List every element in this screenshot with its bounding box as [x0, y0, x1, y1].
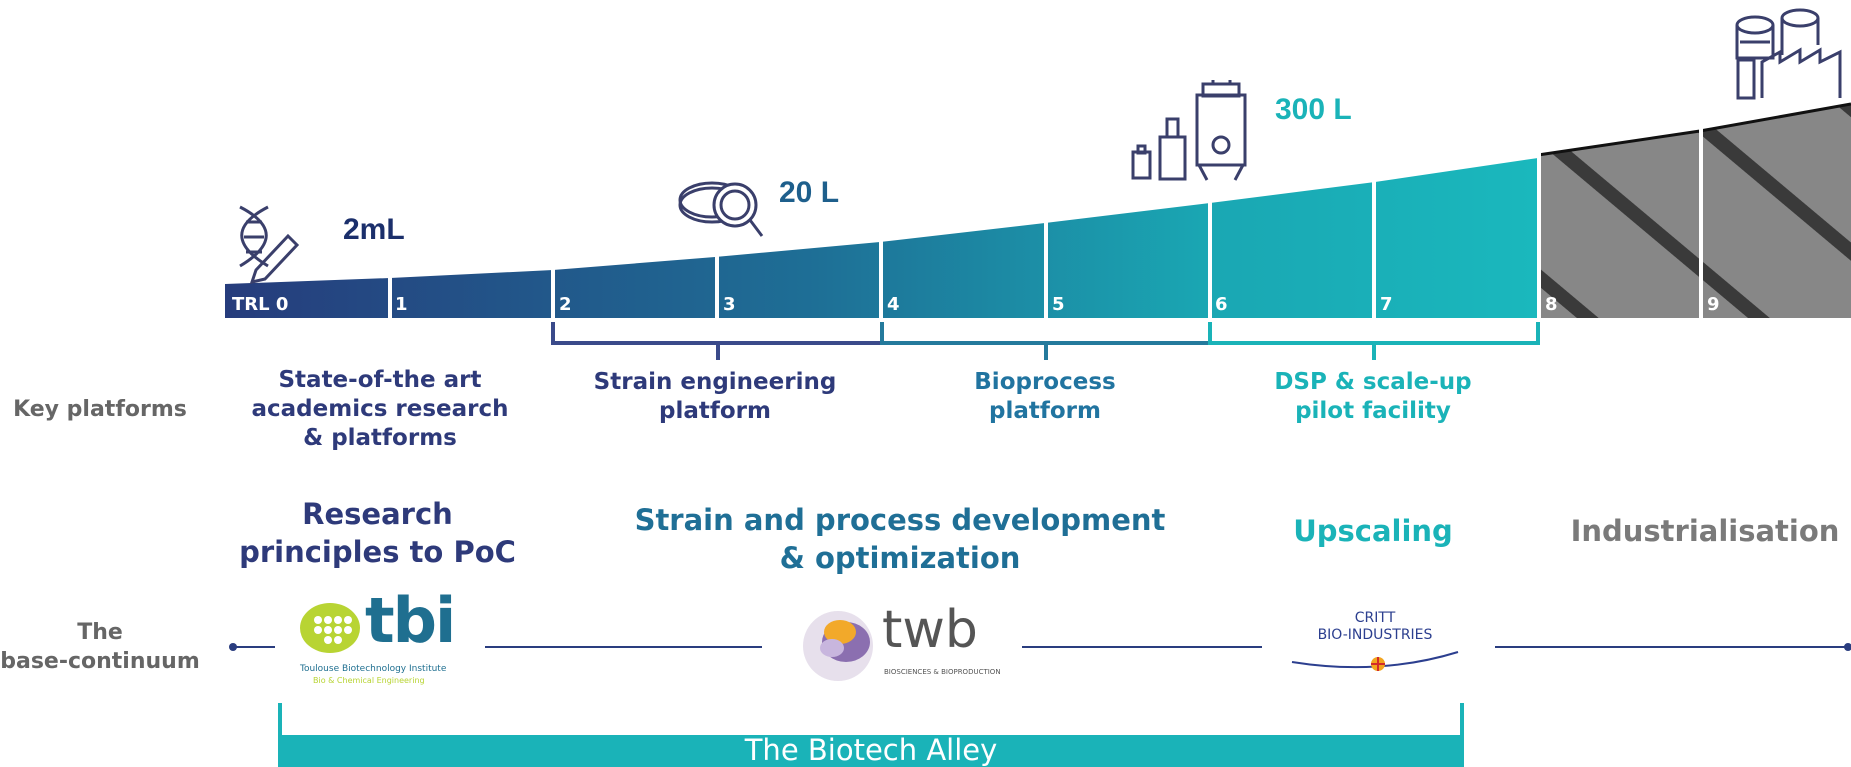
platform-academic: State-of-the art academics research & pl…	[240, 366, 520, 453]
phase-research-line1: Research	[302, 497, 453, 531]
petri-dish-magnifier-icon	[678, 181, 764, 237]
twb-wordmark: twb	[882, 600, 978, 660]
row-label-continuum: The base-continuum	[0, 618, 200, 676]
platform-strain-line2: platform	[659, 398, 771, 424]
row-label-key-platforms: Key platforms	[13, 397, 187, 422]
bracket-strain	[551, 322, 884, 360]
tbi-badge-icon	[300, 603, 360, 653]
phase-research: Research principles to PoC	[235, 495, 520, 571]
trl-label-5: 5	[1052, 294, 1065, 315]
phase-upscaling: Upscaling	[1238, 512, 1508, 550]
critt-line1: CRITT	[1354, 610, 1396, 626]
platform-academic-line1: State-of-the art	[278, 367, 482, 393]
critt-logo: CRITT BIO-INDUSTRIES	[1290, 610, 1460, 660]
critt-line2: BIO-INDUSTRIES	[1317, 627, 1433, 643]
biotech-alley-bar	[278, 735, 1464, 767]
platform-dsp-line2: pilot facility	[1295, 398, 1451, 424]
platform-dsp-scaleup: DSP & scale-up pilot facility	[1238, 368, 1508, 426]
phase-upscaling-line1: Upscaling	[1293, 514, 1453, 548]
tbi-logo: tbi Toulouse Biotechnology Institute Bio…	[295, 584, 470, 688]
row-label-continuum-line2: base-continuum	[0, 649, 200, 674]
phase-strain-process-line2: & optimization	[779, 541, 1021, 575]
trl-label-0: TRL 0	[232, 294, 289, 315]
tbi-subtitle-2: Bio & Chemical Engineering	[313, 676, 425, 685]
ramp-industrial	[1538, 104, 1851, 318]
segment-dividers	[388, 125, 1703, 320]
bioreactor-icon	[1131, 80, 1247, 181]
trl-label-6: 6	[1215, 294, 1228, 315]
phase-research-line2: principles to PoC	[239, 535, 516, 569]
volume-300l: 300 L	[1275, 93, 1352, 126]
phase-industrialisation: Industrialisation	[1560, 512, 1850, 550]
platform-bioprocess-line1: Bioprocess	[974, 369, 1116, 395]
dna-pencil-icon	[239, 205, 300, 285]
volume-2ml: 2mL	[343, 213, 405, 246]
trl-label-1: 1	[395, 294, 408, 315]
trl-label-3: 3	[723, 294, 736, 315]
trl-label-9: 9	[1707, 294, 1720, 315]
platform-dsp-line1: DSP & scale-up	[1274, 369, 1472, 395]
platform-strain-line1: Strain engineering	[593, 369, 837, 395]
continuum-dot-right	[1844, 643, 1851, 651]
phase-industrialisation-line1: Industrialisation	[1570, 514, 1840, 548]
platform-academic-line3: & platforms	[303, 425, 457, 451]
factory-icon	[1735, 8, 1842, 100]
trl-label-2: 2	[559, 294, 572, 315]
platform-bioprocess: Bioprocess platform	[910, 368, 1180, 426]
row-label-continuum-line1: The	[77, 620, 123, 645]
phase-strain-process: Strain and process development & optimiz…	[620, 501, 1180, 577]
continuum-dot-left	[229, 643, 237, 651]
twb-logo: twb BIOSCIENCES & BIOPRODUCTION	[880, 600, 1020, 686]
twb-subtitle: BIOSCIENCES & BIOPRODUCTION	[884, 668, 1001, 676]
trl-label-7: 7	[1380, 294, 1393, 315]
trl-label-4: 4	[887, 294, 900, 315]
platform-bioprocess-line2: platform	[989, 398, 1101, 424]
critt-swoosh	[1291, 651, 1459, 671]
phase-strain-process-line1: Strain and process development	[634, 503, 1166, 537]
volume-20l: 20 L	[779, 176, 840, 209]
twb-orb-icon	[803, 611, 873, 681]
bracket-dsp	[1208, 322, 1540, 360]
biotech-alley-label: The Biotech Alley	[744, 733, 998, 767]
bracket-bioprocess	[880, 322, 1212, 360]
tbi-subtitle-1: Toulouse Biotechnology Institute	[300, 664, 447, 674]
platform-strain-engineering: Strain engineering platform	[580, 368, 850, 426]
trl-label-8: 8	[1545, 294, 1558, 315]
tbi-wordmark: tbi	[365, 584, 456, 657]
platform-academic-line2: academics research	[251, 396, 509, 422]
